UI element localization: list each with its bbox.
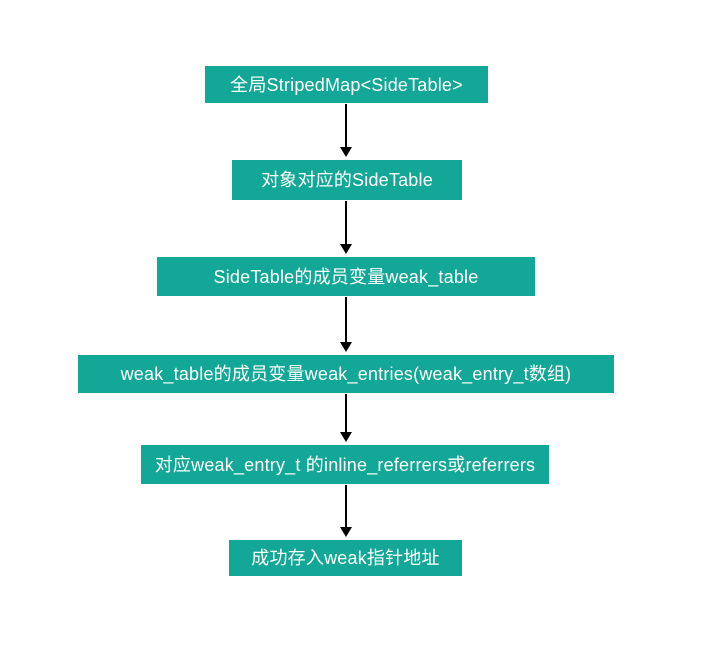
flow-node-label: 全局StripedMap<SideTable>: [230, 74, 463, 95]
flow-node-weak-entries: weak_table的成员变量weak_entries(weak_entry_t…: [78, 355, 614, 393]
flow-node-label: SideTable的成员变量weak_table: [213, 266, 479, 287]
arrow-down-icon: [340, 297, 352, 352]
flow-node-store-success: 成功存入weak指针地址: [229, 540, 462, 576]
flow-node-referrers: 对应weak_entry_t 的inline_referrers或referre…: [141, 445, 549, 484]
flow-node-label: weak_table的成员变量weak_entries(weak_entry_t…: [120, 364, 572, 384]
flow-node-label: 成功存入weak指针地址: [251, 548, 440, 568]
arrow-down-icon: [340, 104, 352, 157]
arrow-down-icon: [340, 485, 352, 537]
flow-node-side-table: 对象对应的SideTable: [232, 160, 462, 200]
arrow-down-icon: [340, 201, 352, 254]
arrow-down-icon: [340, 394, 352, 442]
flow-node-label: 对应weak_entry_t 的inline_referrers或referre…: [154, 454, 536, 475]
flow-node-label: 对象对应的SideTable: [261, 170, 433, 190]
flow-node-weak-table: SideTable的成员变量weak_table: [157, 257, 535, 296]
flow-node-striped-map: 全局StripedMap<SideTable>: [205, 66, 488, 103]
